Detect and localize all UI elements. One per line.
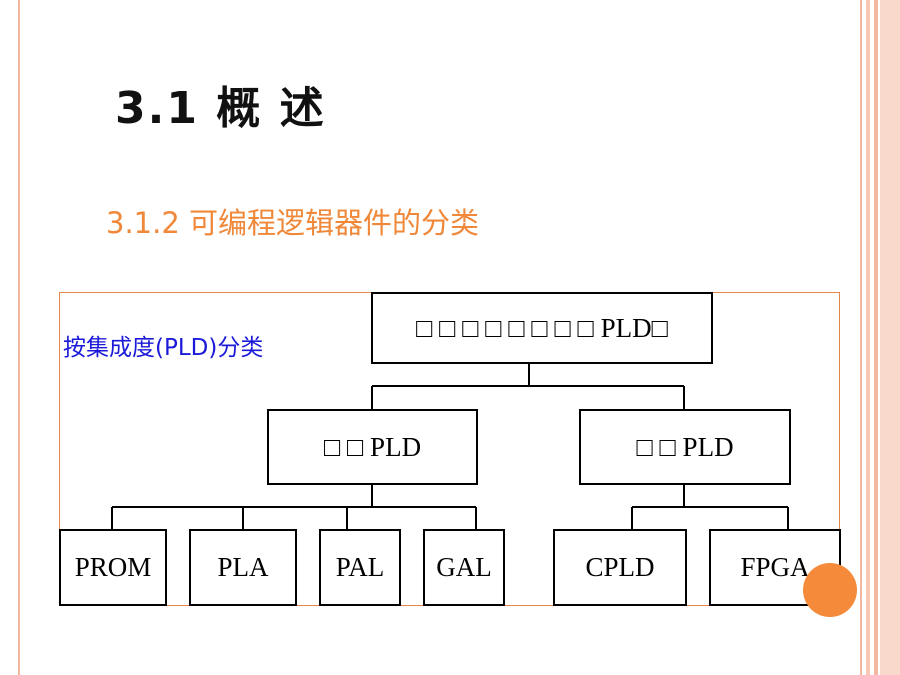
leaf-node-pal: PAL [319,529,401,606]
slide-frame-right-2 [866,0,870,675]
low-density-pld-node: □ □ PLD [267,409,478,485]
accent-circle [803,563,857,617]
leaf-node-cpld: CPLD [553,529,687,606]
slide-frame-left [18,0,20,675]
leaf-node-prom: PROM [59,529,167,606]
slide-title: 3.1 概 述 [115,83,326,134]
slide-subtitle: 3.1.2 可编程逻辑器件的分类 [106,206,480,240]
slide-frame-right-band [880,0,900,675]
slide-frame-right-3 [874,0,878,675]
leaf-node-pla: PLA [189,529,297,606]
high-density-pld-node: □ □ PLD [579,409,791,485]
leaf-node-gal: GAL [423,529,505,606]
root-node: □ □ □ □ □ □ □ □ PLD□ [371,292,713,364]
classification-label: 按集成度(PLD)分类 [63,335,264,361]
slide-frame-right-1 [860,0,862,675]
